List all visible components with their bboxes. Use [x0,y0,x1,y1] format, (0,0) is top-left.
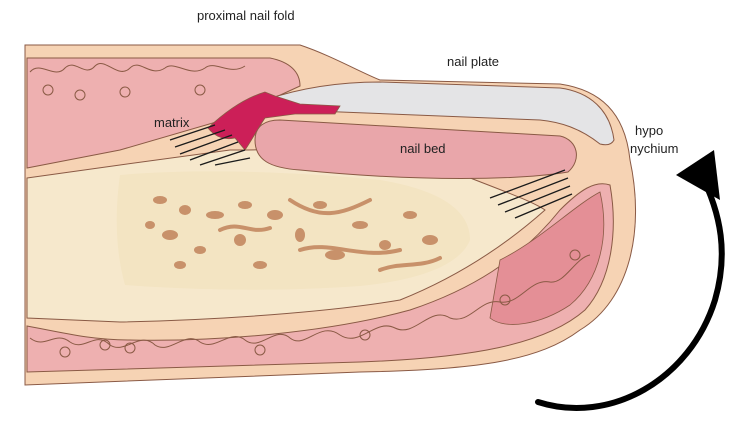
label-nail-bed: nail bed [400,141,446,157]
label-hyponychium-line1: hypo [635,123,663,139]
arrow-head [676,150,720,200]
label-matrix: matrix [154,115,189,131]
label-nail-plate: nail plate [447,54,499,70]
label-proximal-nail-fold: proximal nail fold [197,8,295,24]
label-hyponychium-line2: nychium [630,141,678,157]
